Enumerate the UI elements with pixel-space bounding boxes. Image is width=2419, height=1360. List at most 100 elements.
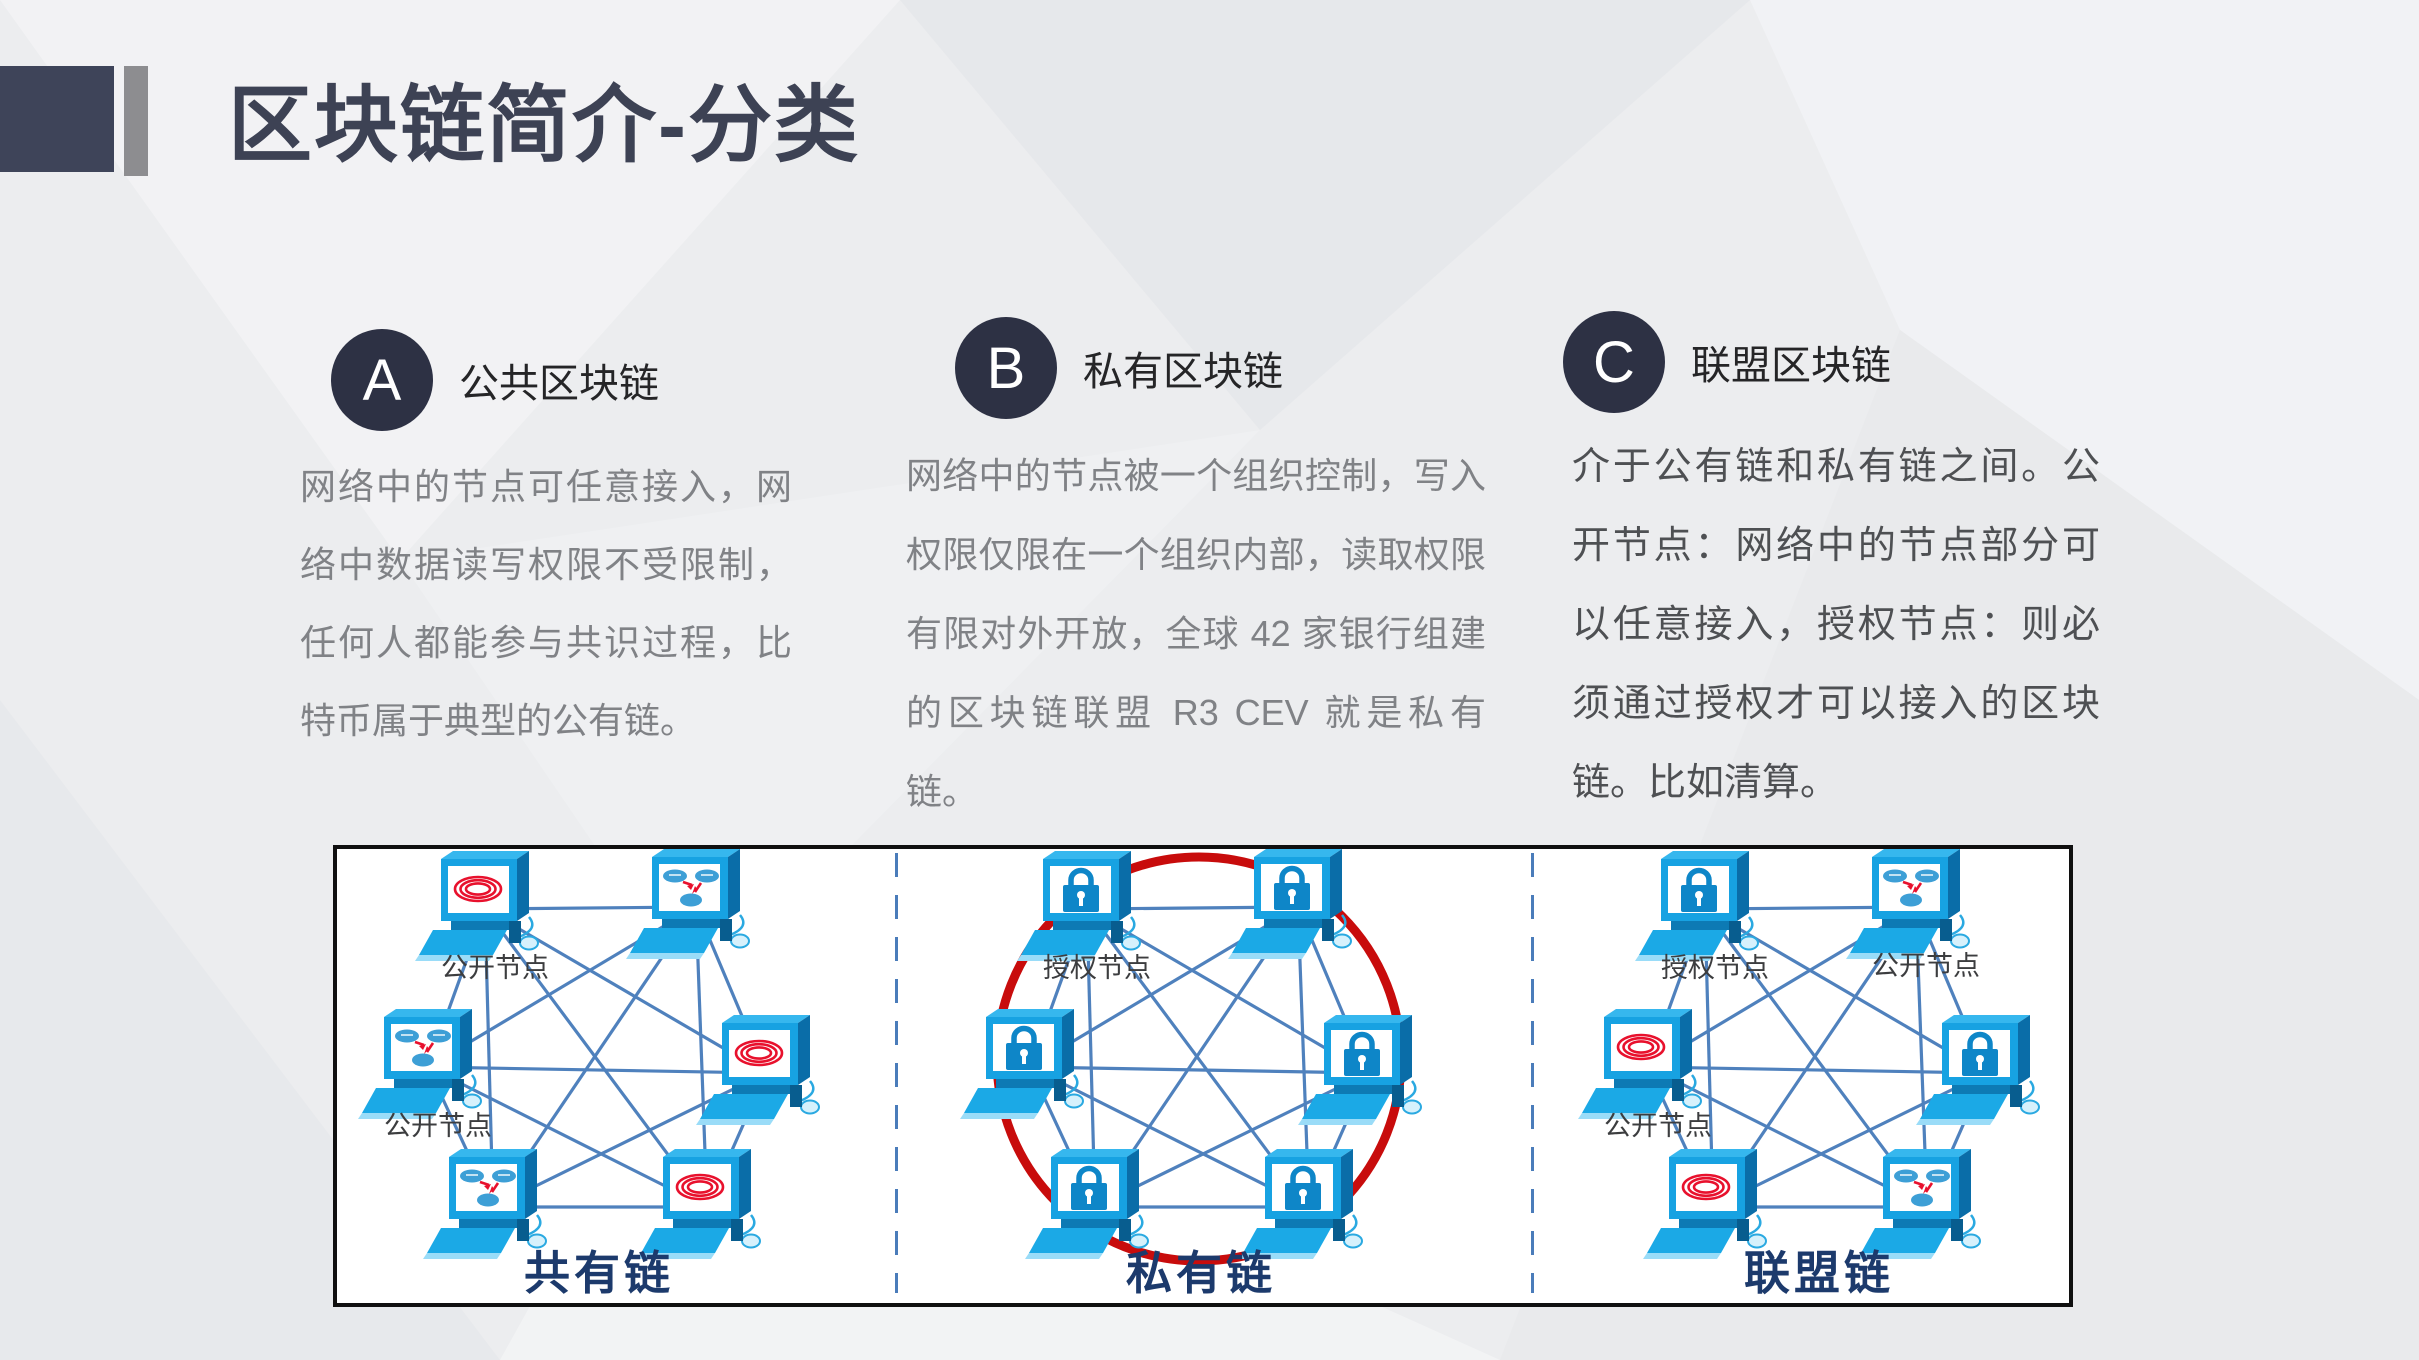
section-a-body: 网络中的节点可任意接入，网络中数据读写权限不受限制，任何人都能参与共识过程，比特…	[300, 466, 792, 741]
keyboard	[1920, 1094, 2008, 1119]
mouse-icon	[1129, 1233, 1149, 1249]
mouse-icon	[462, 1093, 482, 1109]
computer-node	[1239, 1149, 1363, 1259]
computer-node	[423, 1149, 547, 1259]
keyboard	[1243, 1228, 1331, 1253]
ring-icon	[734, 1039, 784, 1067]
computer-node: 公开节点	[358, 1009, 492, 1141]
badge-b: B	[955, 317, 1057, 419]
ring-icon	[453, 875, 503, 903]
ring-icon	[675, 1173, 725, 1201]
mouse-icon	[519, 935, 539, 951]
keyboard	[1029, 1228, 1117, 1253]
ring-icon	[1681, 1173, 1731, 1201]
keyboard	[1647, 1228, 1735, 1253]
keyboard	[1861, 1228, 1949, 1253]
network-diagram-consortium-chain: 授权节点 公开节点	[1578, 849, 2040, 1299]
diagram-caption: 联盟链	[1744, 1247, 1894, 1299]
keyboard	[427, 1228, 515, 1253]
section-a-heading: 公共区块链	[459, 362, 659, 406]
computer-node	[626, 849, 750, 959]
badge-a: A	[331, 329, 433, 431]
lock-icon	[1063, 867, 1099, 912]
lock-icon	[1274, 865, 1310, 910]
diagram-caption: 私有链	[1126, 1247, 1276, 1299]
computer-node: 公开节点	[415, 851, 549, 983]
keyboard	[362, 1088, 450, 1113]
computer-node	[1228, 849, 1352, 959]
keyboard	[1021, 930, 1109, 955]
section-b-heading: 私有区块链	[1083, 350, 1283, 394]
computer-node	[696, 1015, 820, 1125]
figure-panel: 公开节点	[333, 845, 2073, 1307]
keyboard	[964, 1088, 1052, 1113]
network-icon	[395, 1029, 451, 1067]
ring-icon	[1616, 1033, 1666, 1061]
keyboard	[1582, 1088, 1670, 1113]
lock-icon	[1344, 1031, 1380, 1076]
badge-c: C	[1563, 311, 1665, 413]
keyboard	[1302, 1094, 1390, 1119]
computer-node	[1643, 1149, 1767, 1259]
computer-node	[1298, 1015, 1422, 1125]
computer-node	[1857, 1149, 1981, 1259]
network-diagram-public-chain: 公开节点	[358, 849, 820, 1299]
page-title: 区块链简介-分类	[228, 78, 860, 172]
network-icon	[663, 869, 719, 907]
node-label: 授权节点	[1043, 953, 1151, 983]
keyboard	[1850, 928, 1938, 953]
section-b-header: B 私有区块链	[955, 317, 1283, 419]
mouse-icon	[1332, 933, 1352, 949]
keyboard	[700, 1094, 788, 1119]
network-icon	[1883, 869, 1939, 907]
lock-icon	[1071, 1165, 1107, 1210]
mouse-icon	[1961, 1233, 1981, 1249]
computer-node	[637, 1149, 761, 1259]
network-icon	[1894, 1169, 1950, 1207]
title-decoration-square	[0, 66, 114, 172]
computer-node: 授权节点	[1635, 851, 1769, 983]
keyboard	[1639, 930, 1727, 955]
node-label: 授权节点	[1661, 953, 1769, 983]
computer-node: 公开节点	[1846, 849, 1980, 981]
mouse-icon	[527, 1233, 547, 1249]
title-decoration-bar	[124, 66, 148, 176]
section-c-body: 介于公有链和私有链之间。公开节点：网络中的节点部分可以任意接入，授权节点：则必须…	[1572, 446, 2100, 804]
computer-node	[1025, 1149, 1149, 1259]
network-diagram-private-chain: 授权节点	[960, 849, 1422, 1299]
dashed-divider-2	[1531, 853, 1534, 1293]
keyboard	[641, 1228, 729, 1253]
lock-icon	[1681, 867, 1717, 912]
mouse-icon	[1747, 1233, 1767, 1249]
diagram-caption: 共有链	[524, 1247, 674, 1299]
keyboard	[419, 930, 507, 955]
mouse-icon	[1402, 1099, 1422, 1115]
computer-node	[960, 1009, 1084, 1119]
section-c-heading: 联盟区块链	[1691, 344, 1891, 388]
mouse-icon	[1950, 933, 1970, 949]
computer-node: 公开节点	[1578, 1009, 1712, 1141]
mouse-icon	[1343, 1233, 1363, 1249]
computer-node	[1916, 1015, 2040, 1125]
section-c-header: C 联盟区块链	[1563, 311, 1891, 413]
node-label: 公开节点	[441, 953, 549, 983]
mouse-icon	[1739, 935, 1759, 951]
mouse-icon	[2020, 1099, 2040, 1115]
keyboard	[630, 928, 718, 953]
node-label: 公开节点	[384, 1111, 492, 1141]
dashed-divider-1	[895, 853, 898, 1293]
mouse-icon	[1121, 935, 1141, 951]
section-a-header: A 公共区块链	[331, 329, 659, 431]
mouse-icon	[800, 1099, 820, 1115]
mouse-icon	[1682, 1093, 1702, 1109]
lock-icon	[1285, 1165, 1321, 1210]
computer-node: 授权节点	[1017, 851, 1151, 983]
keyboard	[1232, 928, 1320, 953]
mouse-icon	[1064, 1093, 1084, 1109]
lock-icon	[1006, 1025, 1042, 1070]
network-icon	[460, 1169, 516, 1207]
mouse-icon	[741, 1233, 761, 1249]
section-b-body: 网络中的节点被一个组织控制，写入权限仅限在一个组织内部，读取权限有限对外开放，全…	[906, 455, 1486, 812]
node-label: 公开节点	[1872, 951, 1980, 981]
